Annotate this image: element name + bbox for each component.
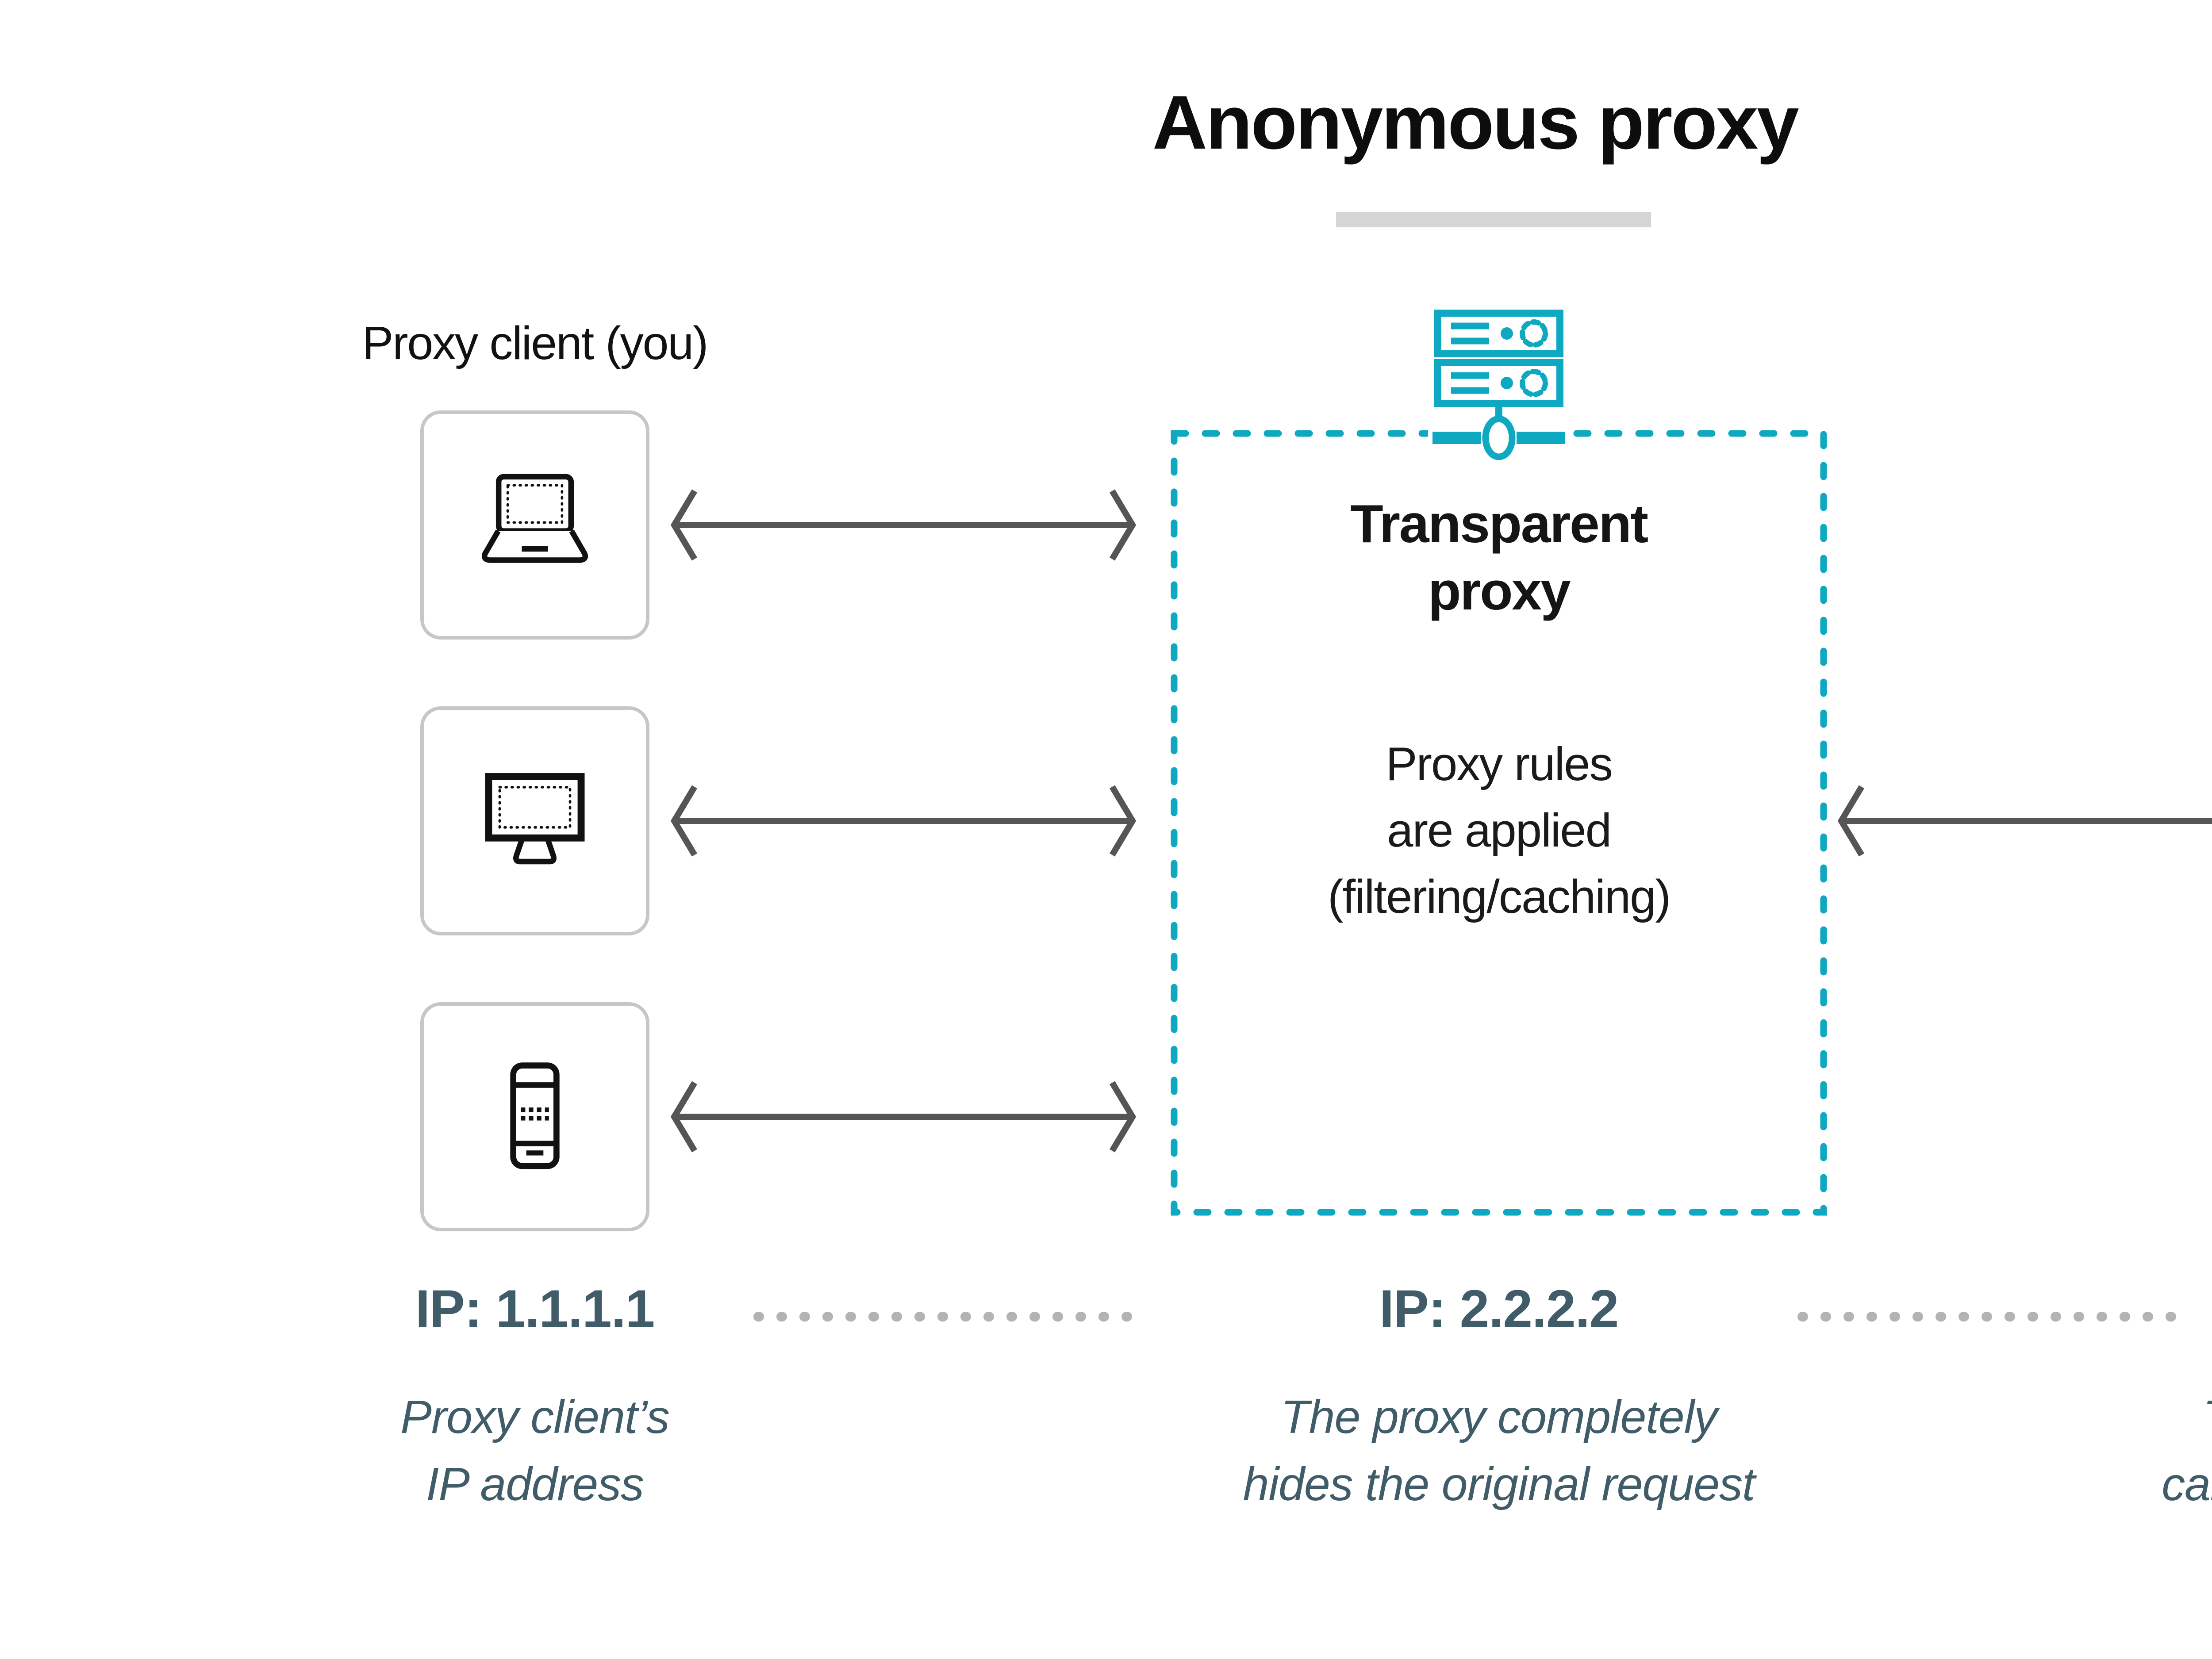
- proxy-server-icon: [1432, 310, 1565, 460]
- destination-ip-description-line: of the proxy: [2112, 1518, 2212, 1585]
- laptop-icon: [481, 474, 588, 563]
- client-device-box-smartphone: [420, 1002, 649, 1231]
- proxy-title-line: proxy: [1428, 561, 1571, 621]
- destination-ip-description-line: can only see the IP address: [2162, 1458, 2212, 1510]
- client-ip-description: Proxy client’s IP address: [314, 1383, 756, 1518]
- destination-ip-description-line: The destination website: [2112, 1383, 2212, 1451]
- proxy-description-line: (filtering/caching): [1327, 870, 1671, 923]
- title-underline: [1336, 212, 1651, 227]
- smartphone-icon: [510, 1062, 560, 1169]
- arrow-proxy-destination: [1837, 785, 2212, 857]
- proxy-ip-label: IP: 2.2.2.2: [1379, 1279, 1619, 1338]
- arrow-laptop-proxy: [670, 489, 1137, 561]
- dotted-separator-proxy-destination: [1797, 1312, 2194, 1322]
- proxy-description: Proxy rules are applied (filtering/cachi…: [1174, 731, 1824, 930]
- proxy-title: Transparent proxy: [1174, 490, 1824, 625]
- page-title: Anonymous proxy: [1152, 80, 1799, 165]
- arrow-desktop-proxy: [670, 785, 1137, 857]
- destination-ip-description: The destination website can only see the…: [2112, 1383, 2212, 1585]
- proxy-title-line: Transparent: [1350, 494, 1648, 554]
- desktop-monitor-icon: [485, 773, 585, 865]
- proxy-ip-description-line: hides the original request: [1243, 1458, 1755, 1510]
- client-ip-description-line: IP address: [426, 1458, 644, 1510]
- proxy-ip-description-line: The proxy completely: [1280, 1391, 1717, 1443]
- proxy-description-line: are applied: [1387, 804, 1612, 857]
- proxy-client-label: Proxy client (you): [362, 317, 709, 369]
- client-ip-label: IP: 1.1.1.1: [415, 1279, 655, 1338]
- proxy-ip-description: The proxy completely hides the original …: [1189, 1383, 1809, 1518]
- client-device-box-desktop: [420, 706, 649, 935]
- dotted-separator-client-proxy: [753, 1312, 1150, 1322]
- client-device-box-laptop: [420, 410, 649, 640]
- proxy-description-line: Proxy rules: [1386, 737, 1613, 790]
- arrow-smartphone-proxy: [670, 1081, 1137, 1153]
- client-ip-description-line: Proxy client’s: [400, 1391, 670, 1443]
